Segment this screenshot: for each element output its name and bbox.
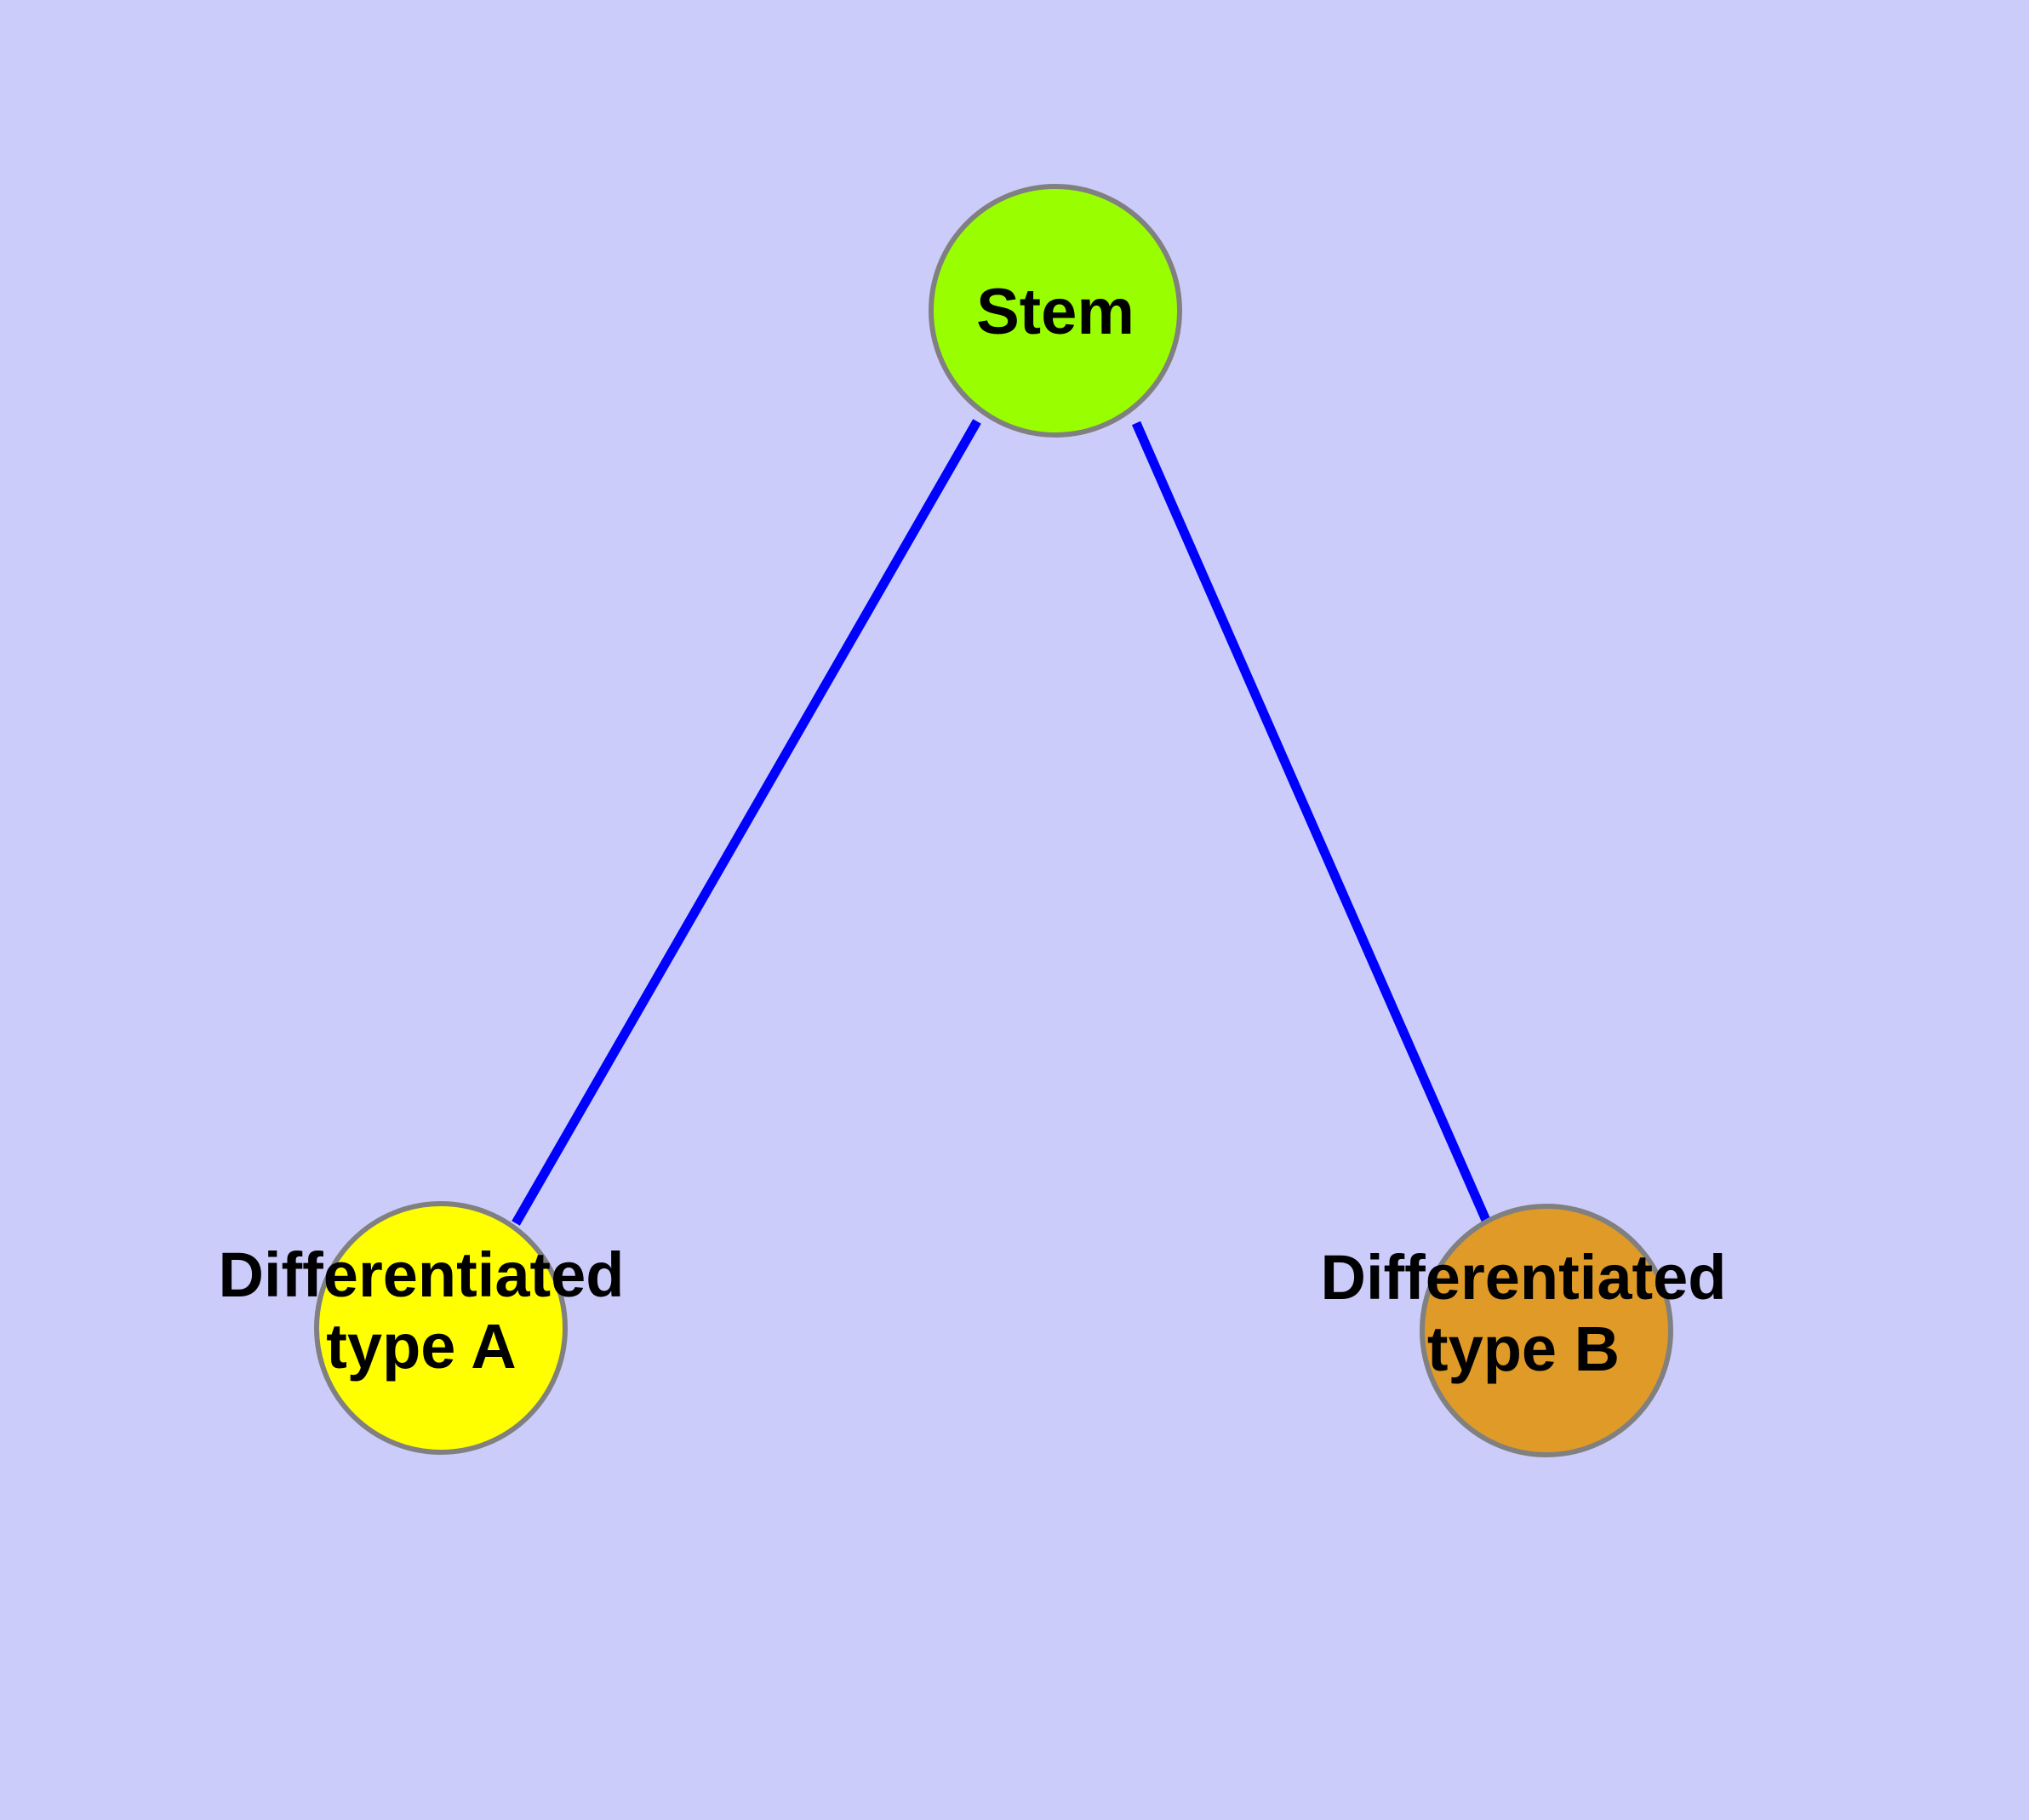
node-label-line: Stem bbox=[976, 276, 1135, 348]
node-circle-diff_b[interactable] bbox=[1420, 1204, 1673, 1457]
edge-stem-to-diff_a[interactable] bbox=[512, 419, 981, 1226]
edge-stem-to-diff_b[interactable] bbox=[1131, 421, 1493, 1227]
node-label-stem: Stem bbox=[976, 276, 1135, 348]
node-label-line: Differentiated bbox=[219, 1239, 625, 1309]
node-label-line: Differentiated bbox=[1321, 1241, 1727, 1312]
node-circle-stem[interactable] bbox=[929, 184, 1182, 438]
edges-group bbox=[512, 419, 1493, 1227]
node-label-line: type B bbox=[1427, 1313, 1620, 1384]
node-label-line: type A bbox=[326, 1311, 516, 1382]
node-circle-diff_a[interactable] bbox=[314, 1201, 568, 1455]
nodes-group bbox=[314, 184, 1673, 1457]
